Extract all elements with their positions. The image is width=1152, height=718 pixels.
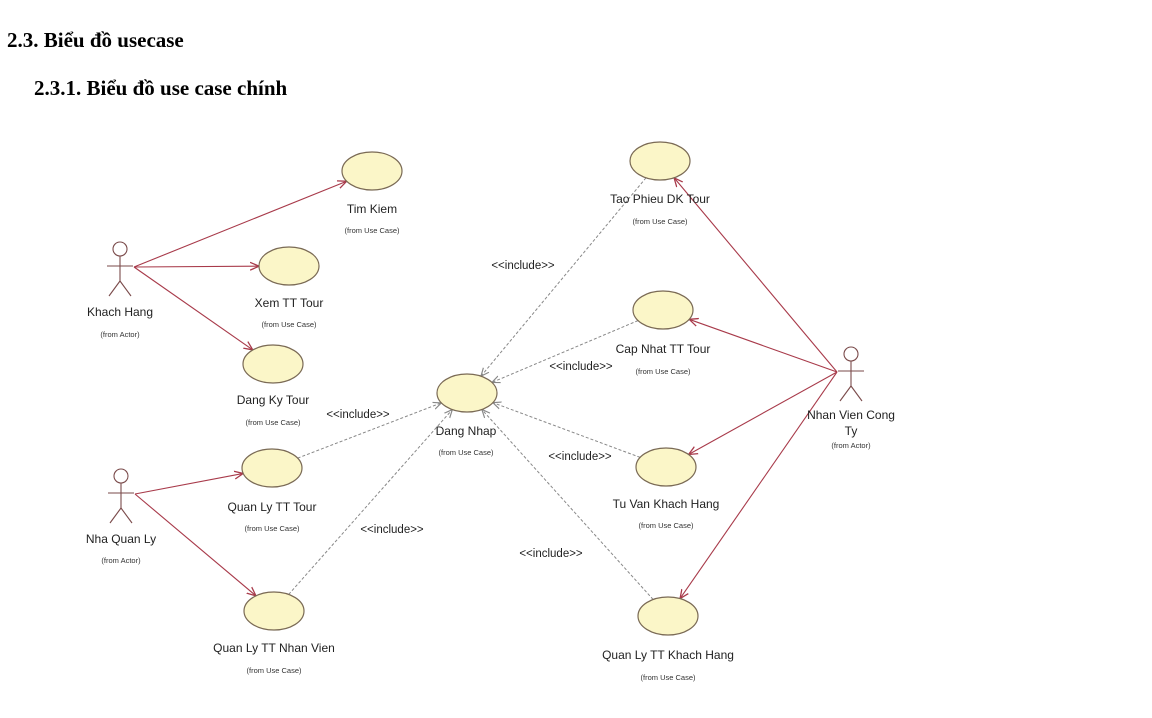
use-case-name: Quan Ly TT Tour <box>228 500 317 514</box>
use-case-name: Xem TT Tour <box>255 296 324 310</box>
actor-name: Nha Quan Ly <box>86 532 156 546</box>
use-case-quan-ly-tt-nhan-vien[interactable]: Quan Ly TT Nhan Vien (from Use Case) <box>213 591 335 675</box>
use-case-name: Quan Ly TT Khach Hang <box>602 648 734 662</box>
use-case-ellipse <box>241 448 303 488</box>
use-case-name: Tu Van Khach Hang <box>613 497 720 511</box>
actor-nha-quan-ly[interactable]: Nha Quan Ly (from Actor) <box>86 468 156 565</box>
association-nhan_vien-quan_ly_tt_khach_hang <box>680 371 838 599</box>
include-tao_phieu_dk_tour <box>481 177 647 376</box>
association-nhan_vien-tao_phieu_dk_tour <box>674 178 838 373</box>
use-case-quan-ly-tt-tour[interactable]: Quan Ly TT Tour (from Use Case) <box>228 448 317 533</box>
use-case-source: (from Use Case) <box>635 367 691 376</box>
include-label: <<include>> <box>549 361 613 373</box>
use-case-cap-nhat-tt-tour[interactable]: Cap Nhat TT Tour (from Use Case) <box>616 290 711 376</box>
connector-layer <box>133 177 838 600</box>
use-case-source: (from Use Case) <box>246 666 302 675</box>
association-khach_hang-tim_kiem <box>133 181 347 268</box>
use-case-source: (from Use Case) <box>244 524 300 533</box>
use-case-tim-kiem[interactable]: Tim Kiem (from Use Case) <box>341 151 403 235</box>
association-nha_quan_ly-quan_ly_tt_tour <box>134 473 243 495</box>
include-quan_ly_tt_khach_hang <box>482 410 654 600</box>
use-case-dang-ky-tour[interactable]: Dang Ky Tour (from Use Case) <box>237 344 310 427</box>
use-case-quan-ly-tt-khach-hang[interactable]: Quan Ly TT Khach Hang (from Use Case) <box>602 596 734 682</box>
use-case-name: Dang Ky Tour <box>237 393 310 407</box>
use-case-tu-van-khach-hang[interactable]: Tu Van Khach Hang (from Use Case) <box>613 447 720 530</box>
actor-left-leg <box>109 507 122 524</box>
use-case-name: Quan Ly TT Nhan Vien <box>213 641 335 655</box>
actor-left-leg <box>108 280 121 297</box>
actor-head <box>843 346 859 362</box>
use-case-ellipse <box>242 344 304 384</box>
node-layer: <<include>> <<include>> <<include>> <<inclu… <box>86 141 895 682</box>
actor-head <box>112 241 128 257</box>
association-nhan_vien-cap_nhat_tt_tour <box>689 319 838 373</box>
use-case-ellipse <box>341 151 403 191</box>
actor-name: Khach Hang <box>87 305 153 319</box>
include-label: <<include>> <box>519 548 583 560</box>
use-case-ellipse <box>632 290 694 330</box>
section-heading: 2.3. Biểu đồ usecase <box>7 28 184 52</box>
use-case-name: Tao Phieu DK Tour <box>610 192 710 206</box>
actor-source: (from Actor) <box>831 441 871 450</box>
use-case-ellipse <box>635 447 697 487</box>
include-label: <<include>> <box>548 451 612 463</box>
include-label: <<include>> <box>326 409 390 421</box>
actor-left-leg <box>839 385 852 402</box>
use-case-source: (from Use Case) <box>344 226 400 235</box>
include-cap_nhat_tt_tour <box>492 320 639 383</box>
actor-name: Nhan Vien Cong <box>807 408 895 422</box>
association-nhan_vien-tu_van_khach_hang <box>689 371 838 454</box>
use-case-dang-nhap[interactable]: Dang Nhap (from Use Case) <box>436 373 498 457</box>
use-case-name: Tim Kiem <box>347 202 397 216</box>
use-case-source: (from Use Case) <box>261 320 317 329</box>
actor-right-leg <box>119 280 132 297</box>
actor-right-leg <box>120 507 133 524</box>
use-case-source: (from Use Case) <box>438 448 494 457</box>
include-label: <<include>> <box>491 260 555 272</box>
actor-source: (from Actor) <box>100 330 140 339</box>
use-case-tao-phieu-dk-tour[interactable]: Tao Phieu DK Tour (from Use Case) <box>610 141 710 226</box>
include-quan_ly_tt_tour <box>297 403 442 459</box>
use-case-source: (from Use Case) <box>640 673 696 682</box>
actor-head <box>113 468 129 484</box>
actor-khach-hang[interactable]: Khach Hang (from Actor) <box>87 241 153 339</box>
use-case-name: Cap Nhat TT Tour <box>616 342 711 356</box>
association-khach_hang-dang_ky_tour <box>133 266 253 350</box>
use-case-xem-tt-tour[interactable]: Xem TT Tour (from Use Case) <box>255 246 324 329</box>
actor-name-line2: Ty <box>845 424 858 438</box>
use-case-name: Dang Nhap <box>436 424 497 438</box>
actor-right-leg <box>850 385 863 402</box>
use-case-ellipse <box>243 591 305 631</box>
include-quan_ly_tt_nhan_vien <box>288 410 453 595</box>
use-case-ellipse <box>258 246 320 286</box>
use-case-source: (from Use Case) <box>632 217 688 226</box>
include-tu_van_khach_hang <box>493 403 641 458</box>
actor-source: (from Actor) <box>101 556 141 565</box>
use-case-ellipse <box>436 373 498 413</box>
use-case-ellipse <box>629 141 691 181</box>
association-nha_quan_ly-quan_ly_tt_nhan_vien <box>134 493 256 596</box>
association-khach_hang-xem_tt_tour <box>133 266 259 267</box>
use-case-ellipse <box>637 596 699 636</box>
include-label: <<include>> <box>360 524 424 536</box>
use-case-source: (from Use Case) <box>638 521 694 530</box>
subsection-heading: 2.3.1. Biểu đồ use case chính <box>34 76 288 100</box>
use-case-source: (from Use Case) <box>245 418 301 427</box>
